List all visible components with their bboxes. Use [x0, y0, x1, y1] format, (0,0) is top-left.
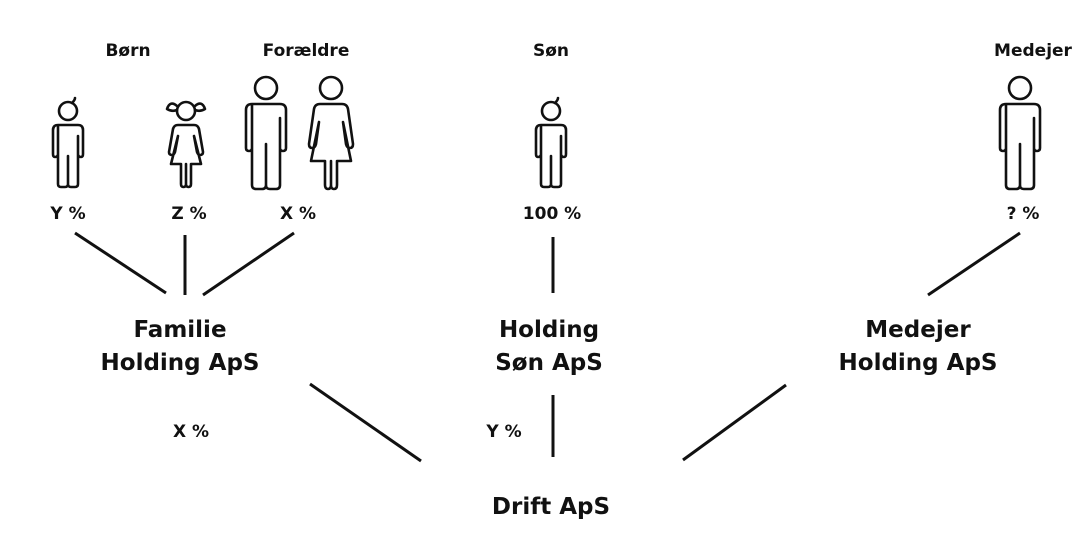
coowner-man-icon [998, 75, 1042, 191]
company-family-line1: Familie [133, 317, 226, 343]
company-family-line2: Holding ApS [101, 350, 260, 376]
girl-icon [165, 100, 207, 189]
company-son-line1: Holding [499, 317, 599, 343]
boy-icon [51, 96, 85, 189]
company-operating: Drift ApS [492, 494, 610, 520]
share-son: 100 % [523, 204, 581, 224]
share-parents: X % [280, 204, 316, 224]
group-label-coowner: Medejer [994, 41, 1073, 61]
share-child-boy: Y % [49, 204, 85, 224]
connector-line [927, 231, 1021, 297]
company-coowner-line1: Medejer [865, 317, 971, 343]
man-icon [244, 75, 288, 191]
woman-icon [307, 75, 355, 191]
connector-line [682, 383, 787, 462]
connector-line [74, 231, 167, 295]
connector-line [202, 231, 295, 297]
connector-line [309, 382, 422, 463]
company-coowner-line2: Holding ApS [839, 350, 998, 376]
group-label-children: Børn [105, 41, 150, 61]
share-coowner: ? % [1007, 204, 1040, 224]
group-label-son: Søn [533, 41, 569, 61]
company-son-line2: Søn ApS [495, 350, 603, 376]
holding-share-family: X % [173, 422, 209, 442]
group-label-parents: Forældre [263, 41, 350, 61]
holding-share-son: Y % [485, 422, 521, 442]
share-child-girl: Z % [171, 204, 206, 224]
son-icon [534, 96, 568, 189]
